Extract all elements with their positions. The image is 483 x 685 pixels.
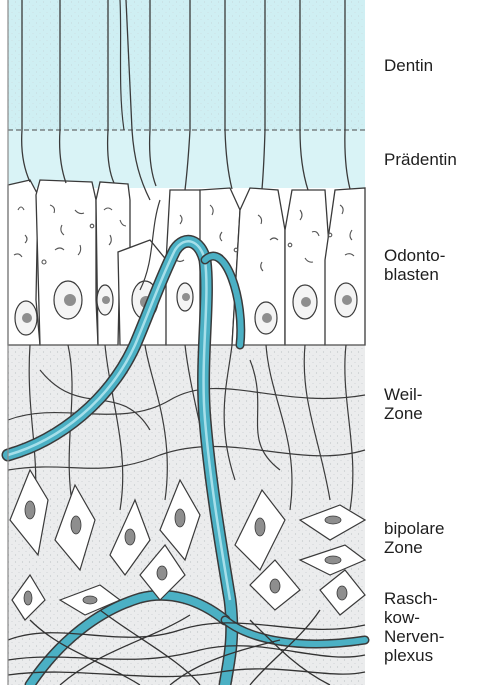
dentin-layer xyxy=(8,0,365,130)
label-praedentin: Prädentin xyxy=(384,150,457,169)
label-dentin: Dentin xyxy=(384,56,433,75)
label-raschkow-plexus: Rasch- kow- Nerven- plexus xyxy=(384,589,444,665)
label-weil-zone: Weil- Zone xyxy=(384,385,423,423)
label-bipolare-zone: bipolare Zone xyxy=(384,519,445,557)
label-odontoblasten: Odonto- blasten xyxy=(384,246,445,284)
